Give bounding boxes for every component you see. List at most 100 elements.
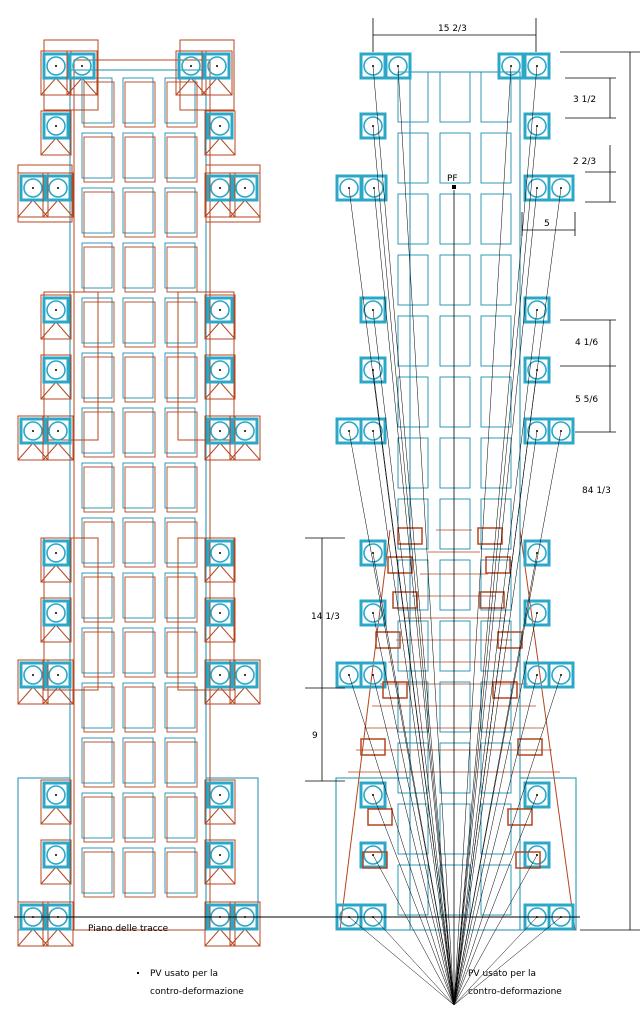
bay-cell-deformed: [166, 411, 198, 458]
bay-cell-deformed: [124, 191, 156, 238]
bay-cell-deformed: [83, 411, 115, 458]
nave-outline-deformed: [73, 59, 211, 931]
bay-cell: [122, 682, 154, 729]
bay-cell-deformed: [124, 631, 156, 678]
bay-cell: [164, 572, 196, 619]
column-unit: [204, 354, 236, 400]
column-unit: [40, 839, 72, 885]
bay-cell: [480, 437, 512, 489]
bay-cell: [397, 498, 429, 550]
bay-cell: [397, 254, 429, 306]
projection-ray: [373, 187, 455, 1006]
column-base: [359, 599, 387, 627]
bay-cell: [81, 352, 113, 399]
dot-marker-icon: [452, 185, 456, 189]
projection-ray: [453, 612, 538, 1006]
bay-cell-deformed: [83, 81, 115, 128]
projection-ray: [372, 309, 455, 1006]
column-unit: [40, 50, 72, 96]
bay-cell-deformed: [124, 136, 156, 183]
projection-ray: [372, 612, 455, 1006]
projection-ray: [453, 187, 538, 1006]
column-center: [57, 674, 59, 676]
column-unit: [359, 112, 387, 140]
column-center: [244, 430, 246, 432]
bay-cell: [397, 376, 429, 428]
column-unit: [523, 112, 551, 140]
column-base: [42, 539, 70, 567]
circle-column-icon: [210, 421, 230, 441]
bay-cell-deformed: [83, 246, 115, 293]
projection-ray: [348, 430, 455, 1006]
column-base: [523, 781, 551, 809]
circle-column-icon: [363, 116, 383, 136]
circle-column-icon: [46, 360, 66, 380]
bay-cell: [81, 682, 113, 729]
bay-cell: [439, 864, 471, 916]
circle-column-icon: [363, 360, 383, 380]
projection-ray: [348, 916, 455, 1006]
bay-cell: [122, 132, 154, 179]
column-center: [219, 430, 221, 432]
deformed-column: [360, 738, 386, 756]
column-shadow: [204, 659, 236, 705]
bay-cell: [397, 132, 429, 184]
column-shadow: [17, 659, 49, 705]
column-unit: [523, 52, 551, 80]
bay-cell: [81, 847, 113, 894]
deformed-column: [375, 631, 401, 649]
bay-cell: [81, 572, 113, 619]
bay-cell: [439, 193, 471, 245]
column-shadow: [204, 354, 236, 400]
dimension-d3-label: 5: [544, 219, 550, 229]
column-unit: [384, 52, 412, 80]
viewpoint-note-right-line2: contro-deformazione: [468, 987, 562, 997]
bay-cell-deformed: [166, 576, 198, 623]
column-unit: [229, 659, 261, 705]
bay-cell: [122, 627, 154, 674]
bay-cell: [164, 297, 196, 344]
dot-marker-icon: [137, 972, 139, 974]
deformed-column: [382, 681, 408, 699]
circle-column-icon: [501, 56, 521, 76]
column-center: [190, 65, 192, 67]
column-shadow: [204, 110, 236, 156]
bay-cell: [164, 242, 196, 289]
column-unit: [523, 841, 551, 869]
projection-ray: [453, 125, 538, 1006]
circle-column-icon: [23, 665, 43, 685]
dimension-d1-label: 3 1/2: [573, 95, 596, 105]
projection-ray: [453, 854, 538, 1006]
column-center: [32, 430, 34, 432]
column-base: [42, 356, 70, 384]
column-shadow: [204, 537, 236, 583]
column-shadow-line: [40, 866, 72, 885]
circle-column-icon: [551, 665, 571, 685]
bay-cell: [122, 462, 154, 509]
column-unit: [40, 779, 72, 825]
column-center: [244, 674, 246, 676]
dimension-d4: 4 1/6: [560, 319, 616, 367]
circle-column-icon: [46, 785, 66, 805]
column-base: [359, 112, 387, 140]
circle-column-icon: [363, 56, 383, 76]
column-unit: [42, 415, 74, 461]
bay-cell: [164, 352, 196, 399]
column-base: [523, 356, 551, 384]
column-shadow: [204, 415, 236, 461]
column-shadow: [201, 50, 233, 96]
column-base: [231, 417, 259, 445]
circle-column-icon: [23, 178, 43, 198]
column-center: [55, 794, 57, 796]
projection-ray: [453, 309, 538, 1006]
column-unit: [360, 174, 388, 202]
column-unit: [523, 296, 551, 324]
bay-cell: [164, 737, 196, 784]
column-shadow: [17, 415, 49, 461]
column-shadow: [17, 172, 49, 218]
bay-cell: [397, 803, 429, 855]
bay-cell: [122, 407, 154, 454]
circle-column-icon: [363, 845, 383, 865]
projection-rays: [348, 65, 562, 1006]
